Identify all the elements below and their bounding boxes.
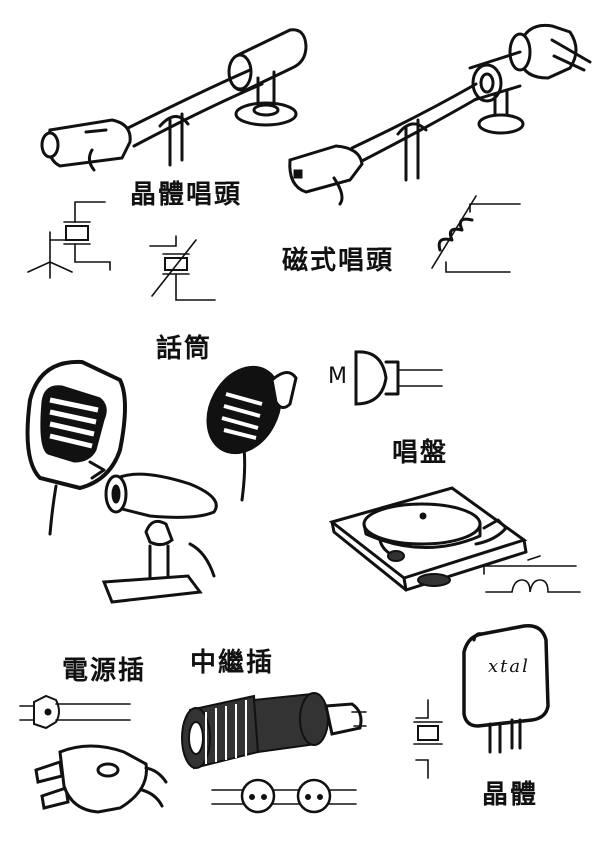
mic-symbol-letter: M [328,364,349,389]
relay-plug-drawing [181,692,367,770]
microphone-label: 話筒 [156,334,213,364]
turntable-drawing [328,486,528,592]
microphone-stand-drawing [101,472,218,604]
crystal-can-text: xtal [488,656,530,677]
magnetic-cartridge-label: 磁式唱頭 [282,246,395,276]
crystal-label: 晶體 [482,780,539,810]
power-plug-drawing [19,694,168,814]
tonearm-crystal-drawing [40,28,308,172]
power-plug-label: 電源插 [62,656,147,686]
microphone-symbol [354,350,443,406]
microphone-box-drawing [25,359,127,536]
relay-plug-symbol [211,778,357,814]
relay-plug-label: 中繼插 [190,648,275,678]
crystal-cartridge-symbol [27,201,216,301]
crystal-cartridge-label: 晶體唱頭 [130,180,243,210]
turntable-label: 唱盤 [392,438,449,468]
crystal-can-drawing [462,624,550,754]
motor-symbol [483,555,581,593]
crystal-symbol [413,699,443,779]
magnetic-cartridge-symbol [431,195,521,273]
microphone-oval-drawing [206,365,298,502]
tonearm-magnetic-drawing [288,23,592,206]
